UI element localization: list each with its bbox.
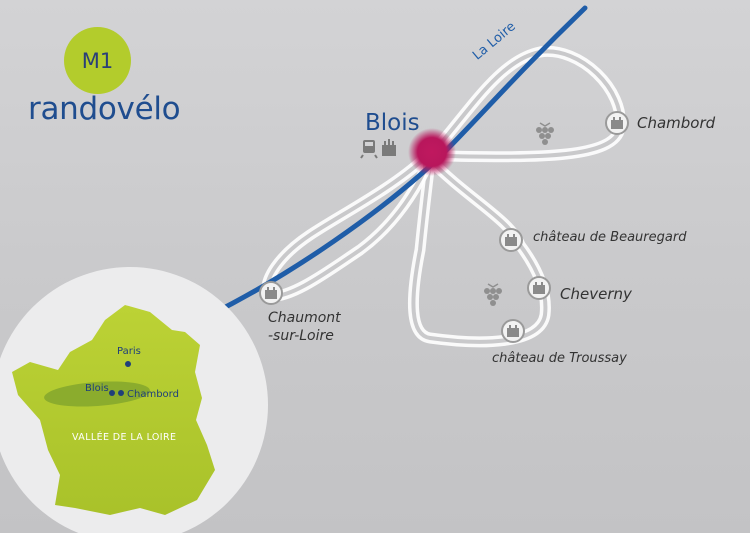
loire-valley-region bbox=[44, 381, 150, 407]
cheverny-label: Cheverny bbox=[560, 285, 632, 303]
brand-name: randovélo bbox=[28, 91, 181, 127]
inset-paris-label: Paris bbox=[117, 346, 141, 357]
inset-blois-label: Blois bbox=[85, 383, 109, 394]
chaumont-label-line2: -sur-Loire bbox=[268, 328, 334, 344]
loop-chambord bbox=[429, 46, 626, 163]
france-shape bbox=[12, 305, 215, 515]
france-inset bbox=[0, 267, 268, 533]
paris-dot bbox=[125, 361, 131, 367]
loire-river bbox=[207, 5, 588, 318]
grapes-icon bbox=[484, 283, 502, 306]
inset-region-label: VALLÉE DE LA LOIRE bbox=[72, 432, 177, 443]
blois-hub-marker[interactable] bbox=[408, 128, 456, 176]
castle-marker-beauregard[interactable] bbox=[499, 228, 523, 252]
chaumont-label-line1: Chaumont bbox=[268, 310, 341, 326]
train-icon bbox=[360, 140, 378, 159]
castle-marker-troussay[interactable] bbox=[501, 319, 525, 343]
route-code: M1 bbox=[81, 48, 114, 73]
route-badge: M1 bbox=[64, 27, 131, 94]
beauregard-label: château de Beauregard bbox=[533, 230, 687, 245]
castle-icon bbox=[382, 139, 396, 156]
troussay-label: château de Troussay bbox=[492, 351, 627, 366]
castle-marker-chambord[interactable] bbox=[605, 111, 629, 135]
blois-label: Blois bbox=[365, 110, 420, 136]
loop-chaumont bbox=[261, 152, 431, 302]
inset-chambord-label: Chambord bbox=[127, 389, 179, 400]
castle-marker-chaumont[interactable] bbox=[259, 281, 283, 305]
blois-dot bbox=[109, 390, 115, 396]
castle-marker-cheverny[interactable] bbox=[527, 276, 551, 300]
chambord-label: Chambord bbox=[637, 114, 716, 132]
loop-south bbox=[408, 154, 551, 348]
chambord-dot bbox=[118, 390, 124, 396]
grapes-icon bbox=[536, 122, 554, 145]
